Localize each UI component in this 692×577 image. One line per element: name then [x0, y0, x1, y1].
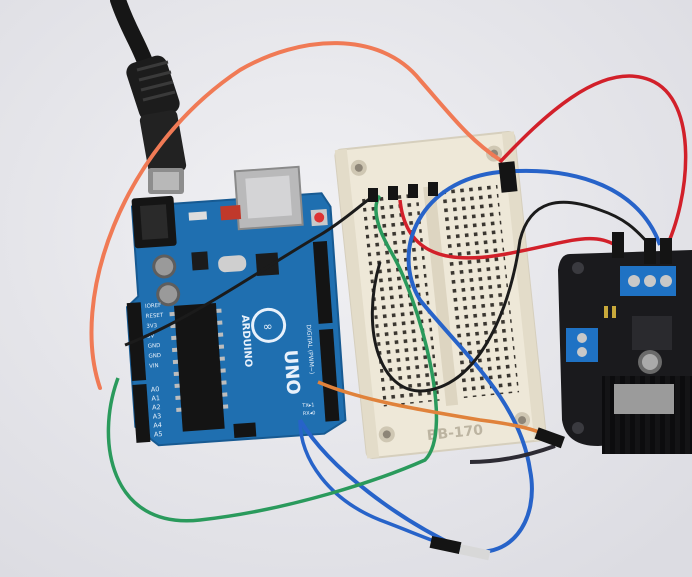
- dupont-connector-bottom: [429, 536, 491, 561]
- svg-text:RX◂0: RX◂0: [303, 410, 316, 417]
- wire-blue: [298, 168, 662, 554]
- digital-header-lower: [319, 328, 340, 422]
- digital-header-upper: [312, 241, 333, 324]
- arduino-logo-text: ARDUINO: [239, 315, 254, 368]
- driver-ic: [632, 316, 672, 350]
- power-pin-labels: IOREF RESET 3V3 5V GND GND VIN: [145, 303, 165, 370]
- atmega-microcontroller: [174, 302, 225, 432]
- dupont-connector-top: [498, 161, 518, 193]
- arduino-uno-board: ∞ ARDUINO UNO DIGITAL (PWM~) IOREF RESET…: [125, 165, 347, 447]
- digital-pwm-label: DIGITAL (PWM~): [305, 324, 315, 374]
- svg-text:A1: A1: [151, 394, 160, 403]
- wire-orange: [89, 41, 502, 390]
- svg-text:A4: A4: [153, 421, 162, 430]
- crystal-oscillator: [218, 255, 247, 273]
- svg-text:A5: A5: [154, 430, 163, 439]
- svg-text:A3: A3: [152, 412, 161, 421]
- svg-text:A2: A2: [152, 403, 161, 412]
- svg-text:RESET: RESET: [146, 313, 165, 320]
- wire-black-3: [469, 444, 556, 464]
- motor-driver-module: [558, 250, 692, 454]
- wire-black: [124, 193, 376, 347]
- screw-terminal-left: [566, 328, 598, 362]
- svg-text:VIN: VIN: [149, 363, 159, 370]
- serial-pin-labels: TX▸1 RX◂0: [301, 402, 316, 417]
- screw-terminal-top: [620, 266, 676, 296]
- breadboard-jumper-pins: [368, 182, 438, 202]
- dupont-connector-right: [534, 427, 565, 449]
- svg-text:3V3: 3V3: [146, 323, 158, 330]
- wire-brown: [317, 380, 551, 438]
- wire-green: [106, 194, 439, 523]
- svg-text:GND: GND: [148, 353, 161, 360]
- svg-text:IOREF: IOREF: [145, 303, 162, 310]
- svg-text:GND: GND: [148, 343, 161, 350]
- wire-black-2: [370, 200, 652, 393]
- icsp-header: [233, 422, 257, 438]
- arduino-infinity-logo: [251, 307, 287, 343]
- analog-header: [132, 383, 151, 443]
- svg-text:A0: A0: [151, 385, 160, 394]
- driver-header-connectors: [612, 232, 672, 264]
- wire-red: [498, 74, 688, 251]
- analog-pin-labels: A0 A1 A2 A3 A4 A5: [151, 385, 163, 438]
- electrolytic-capacitors: [152, 254, 181, 307]
- breadboard-part-label: BB-170: [426, 422, 484, 444]
- uno-model-text: UNO: [279, 349, 303, 395]
- breadboard-center-channel: [423, 185, 459, 406]
- svg-text:5V: 5V: [147, 333, 155, 340]
- svg-text:TX▸1: TX▸1: [301, 402, 315, 409]
- svg-text:∞: ∞: [262, 319, 273, 334]
